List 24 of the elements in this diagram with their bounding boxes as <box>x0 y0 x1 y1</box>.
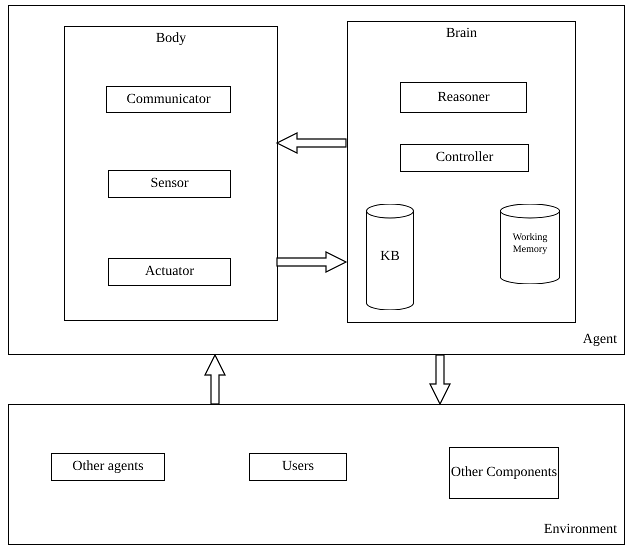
component-box: Communicator <box>106 86 231 113</box>
database-cylinder <box>366 204 414 310</box>
group-title: Brain <box>444 26 478 42</box>
component-box: Other agents <box>51 453 165 481</box>
component-box: Reasoner <box>400 82 527 113</box>
component-box: Users <box>249 453 347 481</box>
container-box <box>8 5 625 355</box>
cylinder-label: KB <box>380 248 400 266</box>
component-box: Controller <box>400 144 529 172</box>
block-arrow <box>204 354 226 405</box>
container-box <box>347 21 576 323</box>
container-box <box>64 26 278 321</box>
block-arrow <box>276 251 348 273</box>
database-cylinder <box>500 204 560 284</box>
group-title: Body <box>154 31 188 47</box>
component-box: Actuator <box>108 258 231 286</box>
component-box: Sensor <box>108 170 231 198</box>
container-box <box>8 404 625 545</box>
group-title: Environment <box>544 522 618 538</box>
cylinder-label: Working Memory <box>512 232 548 256</box>
component-box: Other Components <box>449 447 559 499</box>
block-arrow <box>276 132 347 154</box>
group-title: Agent <box>582 332 618 348</box>
block-arrow <box>429 354 451 406</box>
